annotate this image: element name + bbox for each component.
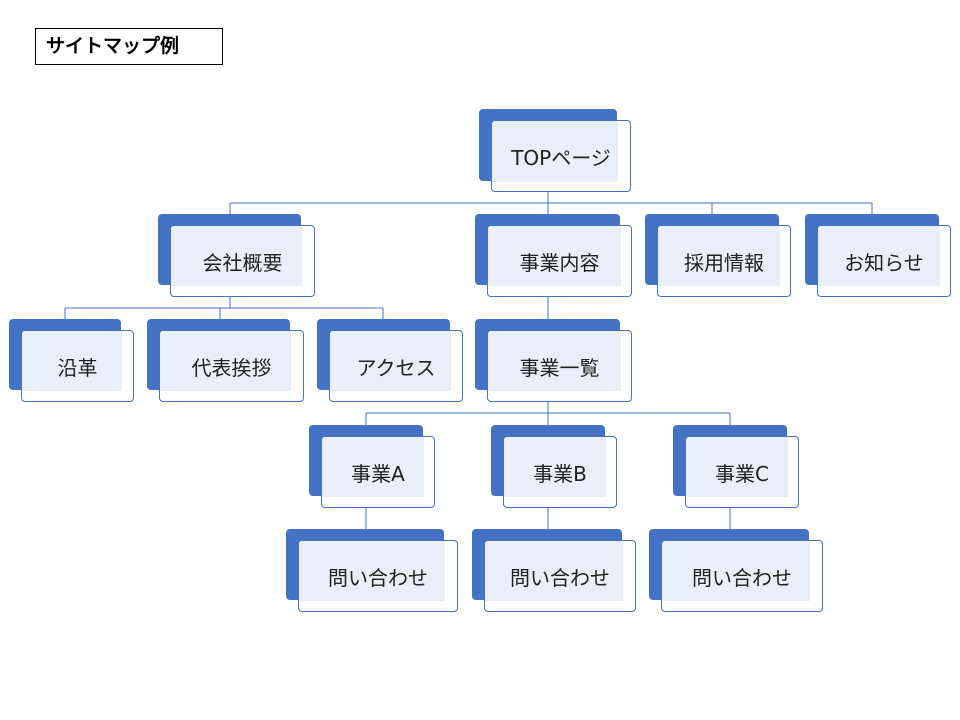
node-recruit-label: 採用情報	[684, 250, 764, 275]
node-business-b-label: 事業B	[533, 461, 587, 486]
page-title: サイトマップ例	[35, 28, 223, 65]
node-greeting-label: 代表挨拶	[191, 355, 272, 380]
node-contact-c-label: 問い合わせ	[692, 565, 792, 590]
node-company-label: 会社概要	[202, 250, 283, 275]
node-contact-b-label: 問い合わせ	[510, 565, 610, 590]
node-news-label: お知らせ	[844, 250, 924, 275]
node-business-list-label: 事業一覧	[519, 355, 600, 380]
node-business-label: 事業内容	[519, 250, 600, 275]
node-contact-a-label: 問い合わせ	[328, 565, 428, 590]
node-top-label: TOPページ	[511, 145, 611, 170]
node-access-label: アクセス	[356, 355, 436, 380]
node-business-a-label: 事業A	[351, 461, 405, 486]
node-business-c-label: 事業C	[715, 461, 769, 486]
node-history-label: 沿革	[57, 355, 98, 380]
